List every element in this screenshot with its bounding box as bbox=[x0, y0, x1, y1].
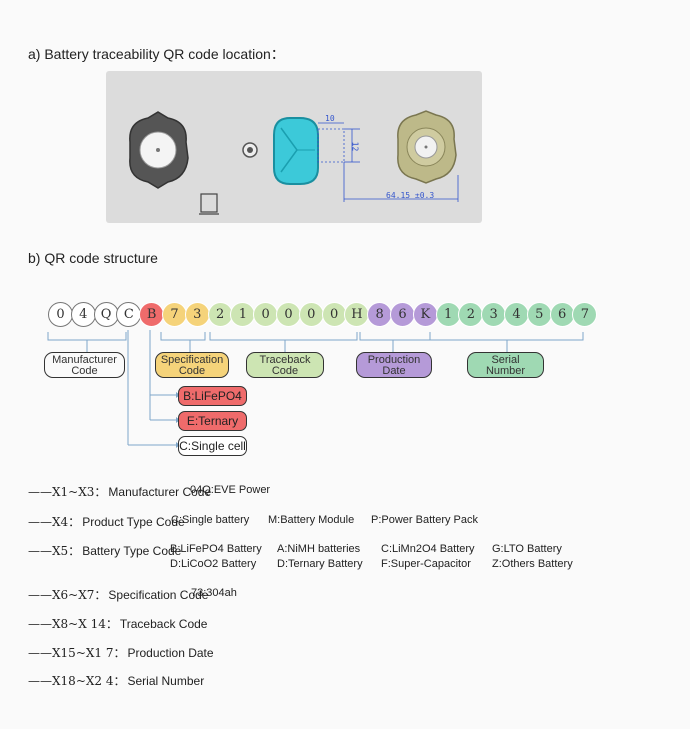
vent-hole bbox=[242, 142, 258, 158]
definition-row: ——X1~X3：Manufacturer Code bbox=[28, 483, 211, 500]
definition-value: D:Ternary Battery bbox=[277, 558, 363, 570]
qr-char-18: 1 bbox=[435, 302, 461, 327]
definition-value: 73:304ah bbox=[191, 587, 237, 599]
qr-char-13: 0 bbox=[321, 302, 347, 327]
definition-range: ——X8~X 14： bbox=[28, 617, 118, 631]
definition-value: F:Super-Capacitor bbox=[381, 558, 471, 570]
qr-char-7: 3 bbox=[184, 302, 210, 327]
definition-value: P:Power Battery Pack bbox=[371, 514, 478, 526]
qr-char-8: 2 bbox=[207, 302, 233, 327]
dim-offset-label: 64.15 ±0.3 bbox=[386, 191, 435, 200]
qr-char-5: B bbox=[139, 302, 165, 327]
mark-square bbox=[199, 193, 219, 215]
dim-width-label: 10 bbox=[325, 114, 335, 123]
group-serial-number: Serial Number bbox=[467, 352, 544, 378]
definition-row: ——X5：Battery Type Code bbox=[28, 542, 181, 559]
qr-char-15: 8 bbox=[367, 302, 393, 327]
definition-label: Production Date bbox=[127, 646, 214, 660]
group-manufacturer-code: Manufacturer Code bbox=[44, 352, 125, 378]
qr-char-3: Q bbox=[93, 302, 119, 327]
definition-label: Product Type Code bbox=[82, 515, 185, 529]
qr-char-2: 4 bbox=[70, 302, 96, 327]
qr-code-area bbox=[273, 117, 319, 185]
negative-terminal bbox=[129, 111, 189, 189]
definition-range: ——X5： bbox=[28, 544, 81, 558]
qr-char-16: 6 bbox=[390, 302, 415, 327]
qr-char-11: 0 bbox=[276, 302, 301, 327]
definition-value: C:LiMn2O4 Battery bbox=[381, 543, 475, 555]
definition-row: ——X18~X2 4：Serial Number bbox=[28, 672, 204, 689]
definition-range: ——X18~X2 4： bbox=[28, 674, 126, 688]
qr-char-24: 7 bbox=[572, 302, 598, 327]
definition-range: ——X1~X3： bbox=[28, 485, 107, 499]
definition-row: ——X6~X7：Specification Code bbox=[28, 586, 208, 603]
group-traceback-code: Traceback Code bbox=[246, 352, 324, 378]
tag-ternary: E:Ternary bbox=[178, 411, 247, 431]
tag-lifepo4: B:LiFePO4 bbox=[178, 386, 247, 406]
group-specification-code: Specification Code bbox=[155, 352, 229, 378]
definition-value: D:LiCoO2 Battery bbox=[170, 558, 257, 570]
qr-char-19: 2 bbox=[458, 302, 484, 327]
definition-value: G:LTO Battery bbox=[492, 543, 562, 555]
definition-value: B:LiFePO4 Battery bbox=[170, 543, 262, 555]
definition-label: Serial Number bbox=[127, 674, 205, 688]
qr-char-20: 3 bbox=[481, 302, 507, 327]
group-production-date: Production Date bbox=[356, 352, 432, 378]
dimension-lines bbox=[317, 122, 459, 202]
definition-value: 04Q:EVE Power bbox=[190, 484, 271, 496]
qr-char-4: C bbox=[116, 302, 142, 327]
definition-range: ——X4： bbox=[28, 515, 81, 529]
positive-terminal bbox=[397, 110, 457, 184]
definition-label: Traceback Code bbox=[119, 617, 208, 631]
definition-value: C:Single battery bbox=[171, 514, 250, 526]
definition-value: M:Battery Module bbox=[268, 514, 355, 526]
section-b-heading: b) QR code structure bbox=[28, 250, 158, 266]
definition-row: ——X8~X 14：Traceback Code bbox=[28, 615, 207, 632]
definition-value: Z:Others Battery bbox=[492, 558, 573, 570]
definition-row: ——X15~X1 7：Production Date bbox=[28, 644, 214, 661]
section-a-heading: a) Battery traceability QR code location… bbox=[28, 46, 285, 62]
tag-single-cell: C:Single cell bbox=[178, 436, 247, 456]
qr-char-9: 1 bbox=[230, 302, 256, 327]
definition-label: Specification Code bbox=[108, 588, 209, 602]
definition-value: A:NiMH batteries bbox=[277, 543, 361, 555]
definition-range: ——X15~X1 7： bbox=[28, 646, 126, 660]
qr-char-1: 0 bbox=[48, 302, 73, 327]
definition-row: ——X4：Product Type Code bbox=[28, 513, 185, 530]
definition-label: Battery Type Code bbox=[82, 544, 182, 558]
definition-label: Manufacturer Code bbox=[108, 485, 212, 499]
definition-range: ——X6~X7： bbox=[28, 588, 107, 602]
